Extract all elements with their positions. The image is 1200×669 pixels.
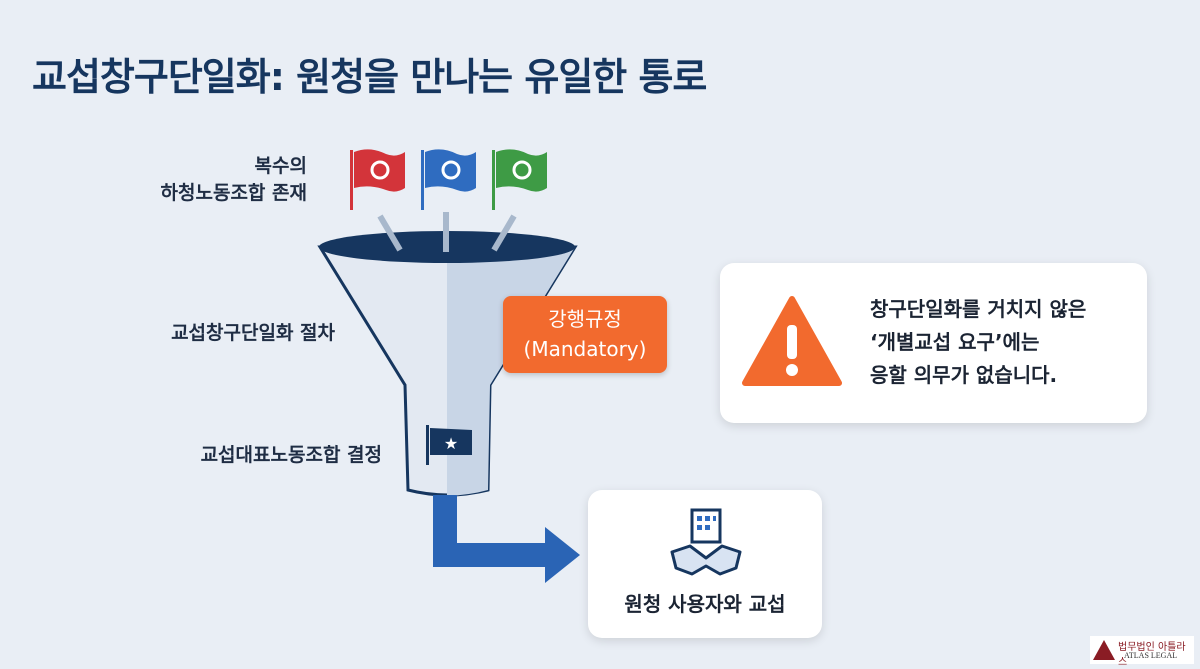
- flag-green-icon: [492, 149, 547, 210]
- warning-line: ‘개별교섭 요구’에는: [870, 330, 1040, 354]
- destination-card: 원청 사용자와 교섭: [588, 490, 822, 638]
- warning-icon: [742, 296, 842, 386]
- warning-text: 창구단일화를 거치지 않은 ‘개별교섭 요구’에는 응할 의무가 없습니다.: [870, 293, 1086, 392]
- badge-korean: 강행규정: [548, 307, 622, 331]
- flow-arrow-icon: [433, 495, 580, 583]
- label-line: 하청노동조합 존재: [160, 182, 307, 204]
- star-flag-icon: ★: [426, 425, 472, 465]
- label-multiple-unions: 복수의 하청노동조합 존재: [161, 153, 307, 207]
- warning-line: 응할 의무가 없습니다.: [870, 363, 1058, 387]
- badge-english: (Mandatory): [523, 337, 647, 361]
- logo: 법무법인 아틀라스 ATLAS LEGAL: [1090, 636, 1194, 668]
- logo-korean: 법무법인 아틀라스: [1118, 642, 1186, 668]
- destination-label: 원청 사용자와 교섭: [624, 592, 786, 616]
- warning-card: 창구단일화를 거치지 않은 ‘개별교섭 요구’에는 응할 의무가 없습니다.: [720, 263, 1147, 423]
- label-decision: 교섭대표노동조합 결정: [200, 444, 382, 466]
- label-line: 복수의: [254, 155, 307, 177]
- page-title: 교섭창구단일화: 원청을 만나는 유일한 통로: [32, 55, 707, 99]
- flag-red-icon: [350, 149, 405, 210]
- atlas-logo-icon: [1093, 640, 1115, 660]
- svg-text:★: ★: [444, 434, 458, 453]
- building-handshake-icon: [670, 508, 742, 576]
- mandatory-badge: 강행규정 (Mandatory): [503, 296, 667, 373]
- label-procedure: 교섭창구단일화 절차: [171, 322, 335, 344]
- logo-english: ATLAS LEGAL: [1124, 651, 1178, 660]
- inflow-arrows-icon: [377, 212, 517, 252]
- flag-blue-icon: [421, 149, 476, 210]
- warning-line: 창구단일화를 거치지 않은: [870, 297, 1087, 321]
